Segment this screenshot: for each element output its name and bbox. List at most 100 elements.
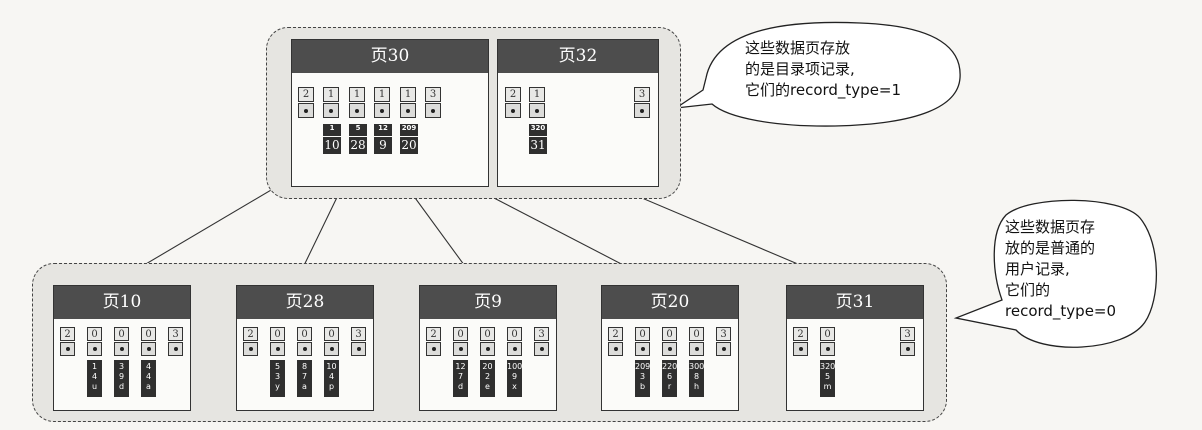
user-record-field: 220 (662, 362, 678, 371)
next-record-pointer (60, 342, 75, 356)
user-record-field: 7 (301, 372, 308, 381)
directory-page: 页30 (291, 39, 489, 187)
user-record-field: d (118, 382, 125, 391)
next-record-pointer (426, 342, 441, 356)
next-record-pointer (716, 342, 731, 356)
record-n-owned-cell: 1 (323, 87, 339, 102)
next-record-pointer (820, 342, 835, 356)
record-n-owned-cell: 0 (87, 327, 102, 341)
record-n-owned-cell: 0 (297, 327, 312, 341)
next-record-pointer (297, 342, 312, 356)
record-n-owned-cell: 0 (270, 327, 285, 341)
user-record-field: h (693, 382, 700, 391)
index-key-cell: 320 (529, 124, 547, 136)
record-n-owned-cell: 3 (351, 327, 366, 341)
record-n-owned-cell: 0 (141, 327, 156, 341)
directory-page: 页32 (497, 39, 659, 187)
next-record-pointer (900, 342, 915, 356)
next-record-pointer (793, 342, 808, 356)
user-record-field: 12 (455, 362, 466, 371)
leaf-callout-line: 它们的 (1005, 281, 1051, 299)
user-record-field: e (485, 382, 490, 391)
page-title: 页32 (498, 40, 658, 73)
next-record-pointer (141, 342, 156, 356)
next-record-pointer (529, 103, 545, 118)
user-record-field: 4 (145, 362, 152, 371)
record-n-owned-cell: 0 (507, 327, 522, 341)
user-record-field: 6 (666, 372, 673, 381)
next-record-pointer (298, 103, 314, 118)
next-record-pointer (662, 342, 677, 356)
record-n-owned-cell: 3 (900, 327, 915, 341)
record-n-owned-cell: 0 (453, 327, 468, 341)
user-record-field: u (91, 382, 98, 391)
next-record-pointer (87, 342, 102, 356)
page-title: 页10 (54, 286, 190, 319)
page-title: 页9 (420, 286, 556, 319)
user-record-field: 8 (301, 362, 308, 371)
next-record-pointer (243, 342, 258, 356)
user-record-field: 4 (145, 372, 152, 381)
leaf-callout-line: 用户记录, (1005, 260, 1070, 278)
next-record-pointer (168, 342, 183, 356)
user-record-field: 20 (482, 362, 493, 371)
next-record-pointer (507, 342, 522, 356)
leaf-callout-line: record_type=0 (1005, 302, 1117, 320)
record-n-owned-cell: 0 (324, 327, 339, 341)
page-title: 页28 (237, 286, 373, 319)
record-n-owned-cell: 2 (608, 327, 623, 341)
record-n-owned-cell: 2 (505, 87, 521, 102)
record-n-owned-cell: 3 (716, 327, 731, 341)
user-record-field: x (512, 382, 517, 391)
user-record-field: 3 (639, 372, 646, 381)
index-key-cell: 209 (400, 124, 418, 136)
page-title: 页20 (602, 286, 738, 319)
user-record-field: 7 (457, 372, 464, 381)
record-n-owned-cell: 2 (243, 327, 258, 341)
leaf-callout-line: 放的是普通的 (1005, 239, 1096, 257)
user-record-field: p (328, 382, 335, 391)
user-record-field: m (823, 382, 832, 391)
next-record-pointer (114, 342, 129, 356)
user-record-field: 5 (274, 362, 281, 371)
record-n-owned-cell: 2 (60, 327, 75, 341)
child-page-number-cell: 31 (529, 137, 547, 154)
child-page-number-cell: 28 (349, 137, 367, 154)
record-n-owned-cell: 0 (662, 327, 677, 341)
next-record-pointer (349, 103, 365, 118)
next-record-pointer (270, 342, 285, 356)
record-n-owned-cell: 0 (114, 327, 129, 341)
user-record-field: a (146, 382, 151, 391)
user-record-field: 3 (274, 372, 281, 381)
record-n-owned-cell: 2 (426, 327, 441, 341)
user-record-field: 100 (507, 362, 523, 371)
user-record-field: d (457, 382, 464, 391)
index-key-cell: 12 (374, 124, 392, 136)
leaf-callout-bubble (953, 199, 1158, 348)
user-record-field: 300 (689, 362, 705, 371)
user-record-field: r (667, 382, 672, 391)
child-page-number-cell: 9 (374, 137, 392, 154)
next-record-pointer (323, 103, 339, 118)
user-record-field: b (639, 382, 646, 391)
record-n-owned-cell: 0 (480, 327, 495, 341)
user-record-field: 10 (326, 362, 337, 371)
record-n-owned-cell: 0 (820, 327, 835, 341)
user-record-field: 4 (91, 372, 98, 381)
directory-callout-text: 这些数据页存放 的是目录项记录, 它们的record_type=1 (745, 38, 955, 101)
next-record-pointer (374, 103, 390, 118)
record-n-owned-cell: 1 (529, 87, 545, 102)
next-record-pointer (505, 103, 521, 118)
record-n-owned-cell: 1 (374, 87, 390, 102)
index-key-cell: 1 (323, 124, 341, 136)
